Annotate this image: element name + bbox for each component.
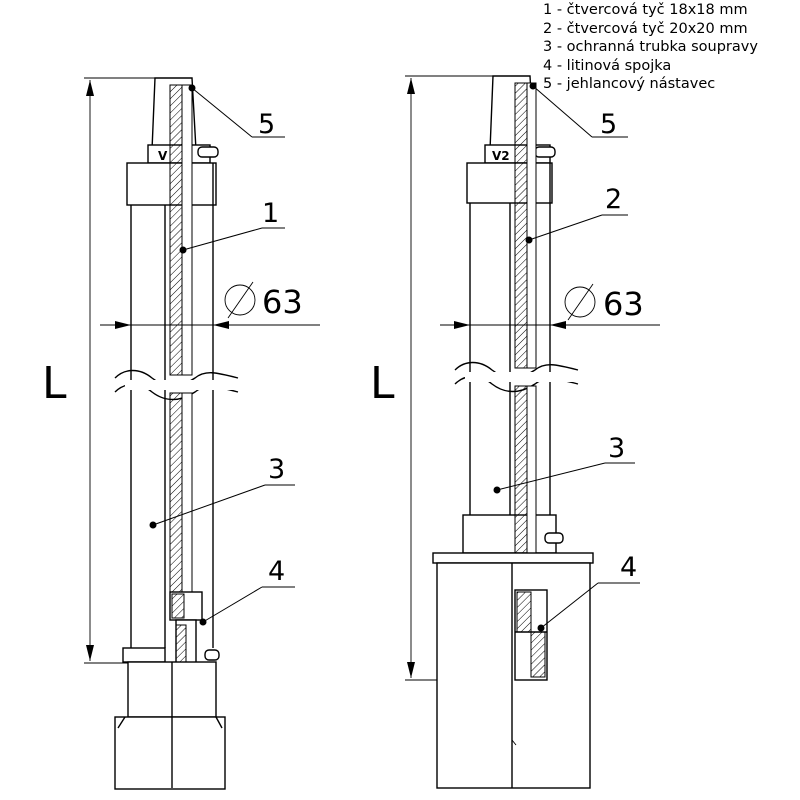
legend-item-2: 2 - čtvercová tyč 20x20 mm — [543, 20, 748, 37]
legend-item-5: 5 - jehlancový nástavec — [543, 76, 716, 92]
left-callout-3-label: 3 — [268, 454, 285, 485]
left-coupling — [122, 591, 220, 666]
right-housing — [432, 552, 594, 789]
right-square-rod — [514, 82, 537, 597]
left-callout-4-label: 4 — [268, 556, 285, 587]
svg-text:V: V — [158, 149, 168, 163]
legend-item-4: 4 - litinová spojka — [543, 57, 672, 74]
right-callout-4: 4 — [537, 552, 640, 632]
left-diameter-dimension: 63 — [100, 281, 320, 329]
left-callout-3: 3 — [149, 454, 295, 529]
right-callout-5-label: 5 — [600, 109, 617, 140]
right-callout-5: 5 — [529, 82, 628, 140]
right-callout-4-label: 4 — [620, 552, 637, 583]
left-bottom-fitting — [114, 661, 226, 790]
legend-item-3: 3 - ochranná trubka soupravy — [543, 39, 758, 55]
left-callout-1-label: 1 — [262, 198, 279, 229]
left-L-label: L — [42, 358, 67, 409]
left-diameter-label: 63 — [262, 283, 303, 321]
right-diameter-label: 63 — [603, 285, 644, 323]
left-assembly: L V — [42, 77, 320, 790]
left-square-rod — [169, 84, 193, 594]
left-callout-5-label: 5 — [258, 109, 275, 140]
left-callout-5: 5 — [188, 84, 285, 140]
right-callout-3-label: 3 — [608, 433, 625, 464]
right-assembly: L V2 — [370, 75, 660, 789]
right-protective-tube — [454, 162, 579, 554]
right-coupling — [514, 589, 548, 681]
right-L-label: L — [370, 358, 395, 409]
left-callout-1: 1 — [179, 198, 285, 254]
right-callout-2: 2 — [525, 184, 628, 244]
right-callout-2-label: 2 — [605, 184, 622, 215]
legend: 1 - čtvercová tyč 18x18 mm 2 - čtvercová… — [543, 1, 758, 94]
right-callout-3: 3 — [493, 433, 635, 494]
svg-text:V2: V2 — [492, 149, 510, 163]
right-diameter-dimension: 63 — [440, 283, 660, 329]
left-callout-4: 4 — [199, 556, 295, 626]
legend-item-1: 1 - čtvercová tyč 18x18 mm — [543, 2, 748, 18]
